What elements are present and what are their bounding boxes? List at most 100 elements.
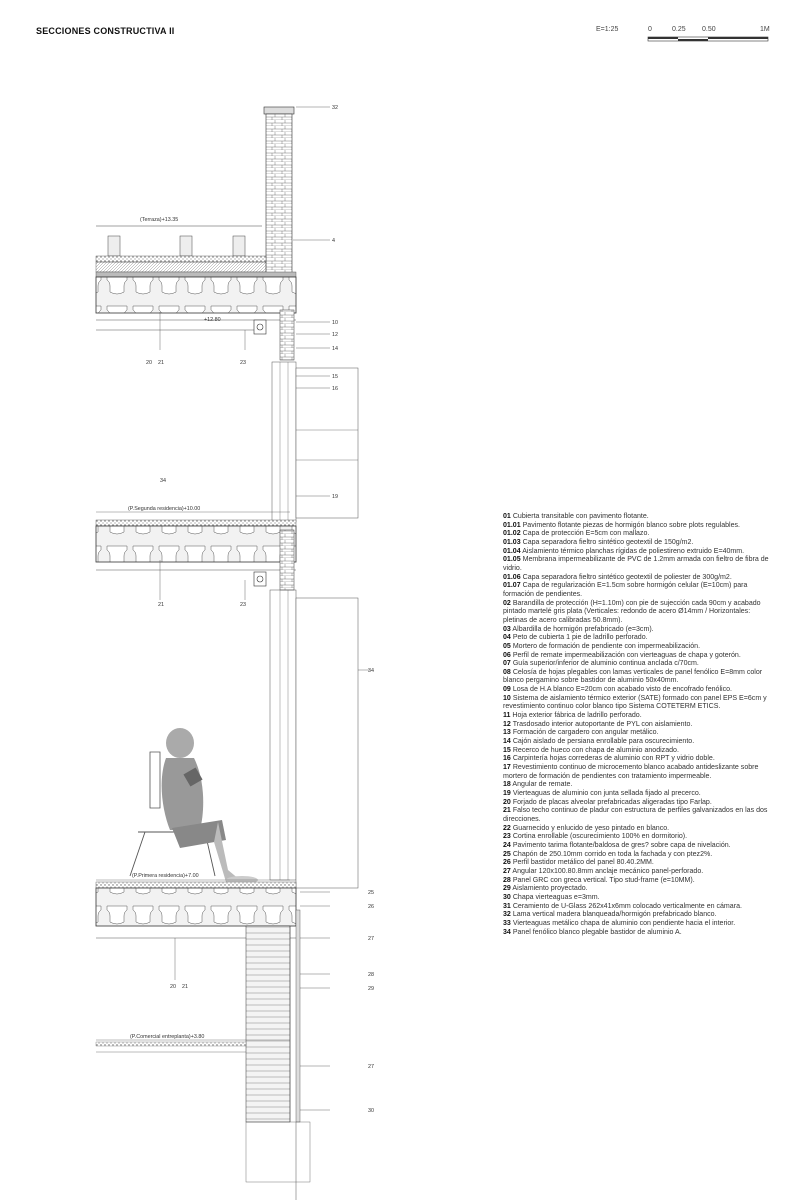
- legend-code: 21: [503, 807, 511, 815]
- legend-text: Trasdosado interior autoportante de PYL …: [512, 720, 693, 728]
- level-terrace: (Terraza)+13.35: [140, 217, 178, 223]
- legend-item: 11 Hoja exterior fábrica de ladrillo per…: [503, 712, 775, 721]
- legend-list: 01 Cubierta transitable con pavimento fl…: [503, 513, 775, 937]
- legend-code: 11: [503, 712, 511, 720]
- legend-code: 01.04: [503, 547, 521, 555]
- legend-text: Panel fenólico blanco plegable bastidor …: [512, 928, 682, 936]
- legend-item: 13 Formación de cargadero con angular me…: [503, 729, 775, 738]
- legend-code: 30: [503, 893, 511, 901]
- legend-item: 23 Cortina enrollable (oscurecimiento 10…: [503, 833, 775, 842]
- legend-code: 13: [503, 729, 511, 737]
- legend-text: Chapa vierteaguas e=3mm.: [512, 893, 600, 901]
- legend-code: 07: [503, 660, 511, 668]
- legend-item: 15 Recerco de hueco con chapa de alumini…: [503, 747, 775, 756]
- legend-item: 03 Albardilla de hormigón prefabricado (…: [503, 626, 775, 635]
- legend-text: Losa de H.A blanco E=20cm con acabado vi…: [512, 686, 732, 694]
- legend-text: Hoja exterior fábrica de ladrillo perfor…: [512, 712, 642, 720]
- legend-item: 06 Perfil de remate impermeabilización c…: [503, 652, 775, 661]
- legend-text: Revestimiento continuo de microcemento b…: [503, 764, 759, 780]
- legend-item: 27 Angular 120x100.80.8mm anclaje mecáni…: [503, 868, 775, 877]
- legend-code: 01.01: [503, 521, 521, 529]
- legend-text: Lama vertical madera blanqueada/hormigón…: [512, 911, 717, 919]
- legend-text: Formación de cargadero con angular metál…: [512, 729, 659, 737]
- legend-text: Panel GRC con greca vertical. Tipo stud-…: [512, 876, 695, 884]
- scale-tick: 1M: [760, 26, 770, 33]
- legend-code: 09: [503, 686, 511, 694]
- roof-terrace: (Terraza)+13.35: [95, 217, 297, 278]
- legend-item: 20 Forjado de placas alveolar prefabrica…: [503, 799, 775, 808]
- legend-text: Perfil bastidor metálico del panel 80.40…: [512, 859, 654, 867]
- legend-code: 10: [503, 694, 511, 702]
- seated-person-figure: [129, 728, 258, 884]
- callout-26: 26: [368, 904, 374, 910]
- legend-text: Capa de protección E=5cm con mallazo.: [522, 530, 650, 538]
- callout-21-second: 21: [158, 602, 164, 608]
- legend-item: 22 Guarnecido y enlucido de yeso pintado…: [503, 825, 775, 834]
- callout-15: 15: [332, 374, 338, 380]
- legend-text: Barandilla de protección (H=1.10m) con p…: [503, 599, 761, 624]
- legend-text: Sistema de aislamiento térmico exterior …: [503, 694, 767, 711]
- legend-item: 04 Peto de cubierta 1 pie de ladrillo pe…: [503, 634, 775, 643]
- legend-item: 28 Panel GRC con greca vertical. Tipo st…: [503, 877, 775, 886]
- callout-10: 10: [332, 320, 338, 326]
- legend-code: 33: [503, 919, 511, 927]
- callout-34: 34: [368, 668, 374, 674]
- legend-code: 14: [503, 738, 511, 746]
- top-slab: +12.80: [95, 276, 297, 361]
- level-second: (P.Segunda residencia)+10.00: [128, 506, 200, 512]
- legend-text: Membrana impermeabilizante de PVC de 1.2…: [503, 556, 769, 572]
- right-callouts: [159, 312, 370, 1111]
- legend-text: Albardilla de hormigón prefabricado (e=3…: [512, 625, 654, 633]
- legend-code: 26: [503, 859, 511, 867]
- legend-code: 24: [503, 841, 511, 849]
- legend-code: 31: [503, 902, 511, 910]
- legend-code: 06: [503, 651, 511, 659]
- legend-code: 19: [503, 790, 511, 797]
- legend-code: 25: [503, 850, 511, 858]
- legend-item: 16 Carpintería hojas correderas de alumi…: [503, 755, 775, 764]
- legend-text: Cajón aislado de persiana enrollable par…: [512, 738, 695, 746]
- legend-code: 20: [503, 798, 511, 806]
- legend-text: Recerco de hueco con chapa de aluminio a…: [512, 746, 679, 754]
- legend-code: 22: [503, 824, 511, 832]
- callout-23-second: 23: [240, 602, 246, 608]
- legend-item: 33 Vierteaguas metálico chapa de alumini…: [503, 920, 775, 929]
- legend-code: 01.03: [503, 538, 521, 546]
- callout-32: 32: [332, 105, 338, 111]
- legend-text: Carpintería hojas correderas de aluminio…: [512, 755, 715, 763]
- callout-12: 12: [332, 332, 338, 338]
- legend-code: 02: [503, 599, 511, 607]
- legend-item: 14 Cajón aislado de persiana enrollable …: [503, 738, 775, 747]
- level-ceiling: +12.80: [204, 317, 221, 323]
- legend-item: 12 Trasdosado interior autoportante de P…: [503, 721, 775, 730]
- legend-text: Vierteaguas metálico chapa de aluminio c…: [512, 919, 736, 927]
- legend-text: Celosía de hojas plegables con lamas ver…: [503, 668, 763, 685]
- callout-28: 28: [368, 972, 374, 978]
- legend-code: 34: [503, 928, 511, 936]
- level-commercial: (P.Comercial entreplanta)+3.80: [130, 1034, 204, 1040]
- legend-item: 05 Mortero de formación de pendiente con…: [503, 643, 775, 652]
- legend-text: Capa separadora fieltro sintético geotex…: [522, 573, 732, 581]
- legend-item: 01.03 Capa separadora fieltro sintético …: [503, 539, 775, 548]
- legend-item: 21 Falso techo continuo de pladur con es…: [503, 807, 775, 824]
- legend-item: 30 Chapa vierteaguas e=3mm.: [503, 894, 775, 903]
- legend-item: 01.05 Membrana impermeabilizante de PVC …: [503, 556, 775, 573]
- legend-item: 01 Cubierta transitable con pavimento fl…: [503, 513, 775, 522]
- callout-4: 4: [332, 238, 335, 244]
- legend-text: Pavimento flotante piezas de hormigón bl…: [522, 521, 741, 529]
- legend-text: Mortero de formación de pendiente con im…: [512, 642, 701, 650]
- callout-16: 16: [332, 386, 338, 392]
- legend-item: 01.04 Aislamiento térmico planchas rígid…: [503, 548, 775, 557]
- legend-item: 18 Angular de remate.: [503, 781, 775, 790]
- scale-bar-graphic: [647, 36, 769, 42]
- legend-text: Forjado de placas alveolar prefabricadas…: [512, 798, 712, 806]
- callout-27: 27: [368, 936, 374, 942]
- legend-text: Pavimento tarima flotante/baldosa de gre…: [512, 841, 731, 849]
- legend-code: 27: [503, 867, 511, 875]
- legend-item: 02 Barandilla de protección (H=1.10m) co…: [503, 600, 775, 626]
- legend-code: 08: [503, 668, 511, 676]
- callout-23: 23: [240, 360, 246, 366]
- legend-item: 01.06 Capa separadora fieltro sintético …: [503, 574, 775, 583]
- scale-label: E=1:25: [596, 26, 619, 33]
